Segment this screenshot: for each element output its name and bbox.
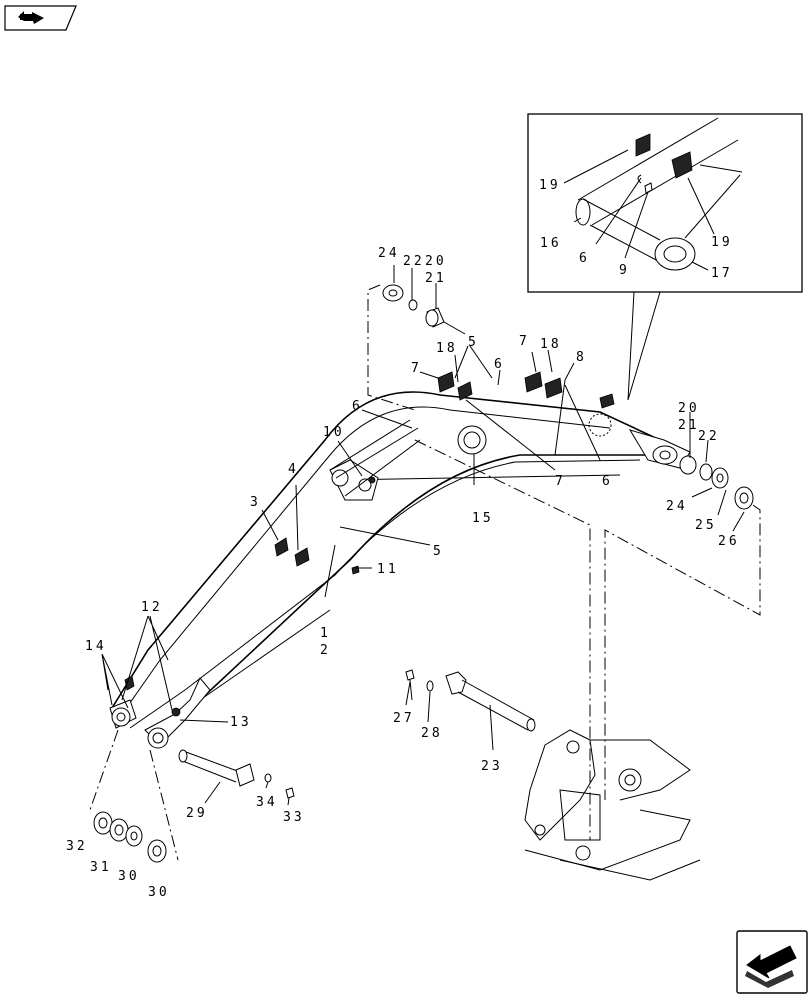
callout-2: 2 (320, 643, 331, 658)
callout-21a: 21 (425, 271, 447, 286)
callout-12: 12 (141, 600, 163, 615)
callout-14: 14 (85, 639, 107, 654)
callout-30a: 30 (118, 869, 140, 884)
callout-23: 23 (481, 759, 503, 774)
callout-6b: 6 (352, 399, 363, 414)
callout-4: 4 (288, 462, 299, 477)
callout-3: 3 (250, 495, 261, 510)
callout-24a: 24 (378, 246, 400, 261)
callout-16: 16 (540, 236, 562, 251)
callout-29: 29 (186, 806, 208, 821)
callout-34: 34 (256, 795, 278, 810)
foot-pin-parts (414, 439, 761, 840)
callout-19b: 19 (711, 235, 733, 250)
back-arrow-icon[interactable] (4, 5, 77, 31)
callout-24b: 24 (666, 499, 688, 514)
frame-and-pin (405, 669, 701, 881)
next-arrow-icon[interactable] (736, 930, 808, 994)
callout-31: 31 (90, 860, 112, 875)
callout-30b: 30 (148, 885, 170, 900)
callout-27: 27 (393, 711, 415, 726)
callout-15: 15 (472, 511, 494, 526)
arm-pin-parts (89, 729, 295, 863)
callout-labels: 1 2 3 4 5 5 6 6 6 6 7 7 7 8 9 10 11 12 1… (66, 178, 740, 900)
callout-6d: 6 (579, 251, 590, 266)
callout-33: 33 (283, 810, 305, 825)
callout-8: 8 (576, 350, 587, 365)
callout-9: 9 (619, 263, 630, 278)
callout-11: 11 (377, 562, 399, 577)
callout-26: 26 (718, 534, 740, 549)
boom-body (109, 371, 691, 749)
callout-6c: 6 (602, 474, 613, 489)
callout-22b: 22 (698, 429, 720, 444)
callout-6a: 6 (494, 357, 505, 372)
callout-20a: 20 (425, 254, 447, 269)
callout-18b: 18 (540, 337, 562, 352)
upper-pin-parts (367, 284, 466, 411)
callout-18a: 18 (436, 341, 458, 356)
callout-25: 25 (695, 518, 717, 533)
callout-21b: 21 (678, 418, 700, 433)
callout-28: 28 (421, 726, 443, 741)
callout-13: 13 (230, 715, 252, 730)
callout-10: 10 (323, 425, 345, 440)
callout-19a: 19 (539, 178, 561, 193)
callout-1: 1 (320, 626, 331, 641)
callout-7a: 7 (411, 361, 422, 376)
callout-5a: 5 (468, 335, 479, 350)
callout-20b: 20 (678, 401, 700, 416)
callout-17: 17 (711, 266, 733, 281)
leader-lines (101, 265, 745, 806)
callout-5b: 5 (433, 544, 444, 559)
callout-32: 32 (66, 839, 88, 854)
detail-inset (527, 113, 803, 293)
callout-22a: 22 (403, 254, 425, 269)
callout-7b: 7 (519, 334, 530, 349)
callout-7c: 7 (555, 474, 566, 489)
